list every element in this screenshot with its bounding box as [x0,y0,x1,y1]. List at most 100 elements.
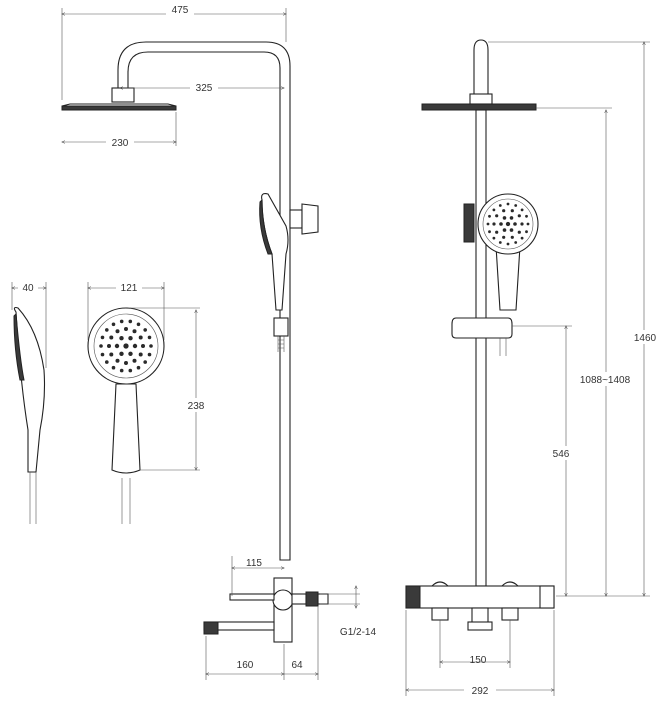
nozzle-dot [119,319,124,324]
nozzle-dot [111,365,116,370]
head-connector [111,87,135,103]
nozzle-dot [488,230,491,234]
nozzle-dot [141,344,145,348]
nozzle-center [123,343,129,349]
nozzle-dot [109,335,114,340]
rail-front [475,109,487,587]
bracket-front [463,203,475,243]
front-view [405,39,555,631]
nozzle-dot [502,209,506,213]
nozzle-dot [495,214,499,218]
nozzle-dot [502,228,507,232]
nozzle-dot [509,228,514,232]
nozzle-dot [100,352,105,357]
label-arm-length: 475 [172,5,189,16]
nozzle-dot [488,214,491,218]
nozzle-dot [128,368,133,373]
hand-shower-front-nozzles [486,202,530,246]
nozzle-dot [132,358,137,363]
nozzle-dot [105,360,109,364]
label-spout-length: 160 [237,660,254,671]
nozzle-dot [128,351,133,356]
hand-shower-face-nozzles [99,319,153,373]
label-total-height: 1460 [634,333,657,344]
nozzle-dot [520,236,524,240]
nozzle-dot [111,322,116,327]
label-thread: G1/2-14 [340,627,377,638]
rain-head-side [61,105,177,111]
label-hand-length: 238 [188,401,205,412]
hand-shower-front [477,193,539,311]
slide-holder [273,317,289,337]
nozzle-dot [119,336,124,341]
nozzle-dot [147,335,152,340]
rain-head-front [421,103,537,111]
nozzle-dot [509,216,514,220]
nozzle-dot [143,360,147,364]
label-arm-reach: 325 [196,83,213,94]
nozzle-dot [149,344,153,348]
nozzle-dot [119,368,124,373]
nozzle-dot [502,235,506,239]
nozzle-dot [107,344,111,348]
side-view [61,41,329,643]
nozzle-dot [513,222,517,226]
nozzle-dot [510,209,514,213]
hand-shower-side [259,193,319,311]
nozzle-dot [109,352,114,357]
label-inlet-offset: 64 [291,660,303,671]
nozzle-dot [517,214,521,218]
nozzle-dot [114,343,120,349]
label-mixer-width: 292 [472,686,489,697]
nozzle-dot [520,208,524,212]
mixer-side [203,577,329,643]
nozzle-dot [510,235,514,239]
arm-tip [473,39,489,97]
nozzle-dot [520,222,524,226]
nozzle-dot [143,328,147,332]
nozzle-dot [124,327,128,331]
hose-front [499,338,507,356]
nozzle-dot [525,230,528,234]
nozzle-dot [136,365,141,370]
rain-head-top [61,103,177,107]
label-inlet-spacing: 150 [470,655,487,666]
nozzle-dot [136,322,141,327]
label-head-diameter: 230 [112,138,129,149]
nozzle-dot [132,329,137,334]
nozzle-dot [119,351,124,356]
nozzle-center [505,221,511,227]
nozzle-dot [498,241,502,244]
nozzle-dot [517,230,521,234]
hand-shower-face [87,307,165,524]
nozzle-dot [128,319,133,324]
label-hand-depth: 40 [22,283,34,294]
nozzle-dot [115,329,120,334]
nozzle-dot [100,335,105,340]
overhead-arm [117,41,291,561]
nozzle-dot [525,214,528,218]
nozzle-dot [147,352,152,357]
nozzle-dot [502,216,507,220]
nozzle-dot [495,230,499,234]
nozzle-dot [514,241,518,244]
label-rail-range: 1088~1408 [580,375,631,386]
mixer-front [405,581,555,631]
nozzle-dot [99,344,103,348]
nozzle-dot [138,335,143,340]
nozzle-dot [115,358,120,363]
nozzle-dot [498,204,502,207]
label-holder-height: 546 [553,449,570,460]
nozzle-dot [526,222,530,226]
label-spout-offset: 115 [246,558,262,569]
nozzle-dot [132,343,138,349]
nozzle-dot [124,361,128,365]
nozzle-dot [128,336,133,341]
nozzle-dot [514,204,518,207]
nozzle-dot [492,222,496,226]
nozzle-dot [492,236,496,240]
nozzle-dot [506,202,510,206]
hose-side [277,336,285,352]
